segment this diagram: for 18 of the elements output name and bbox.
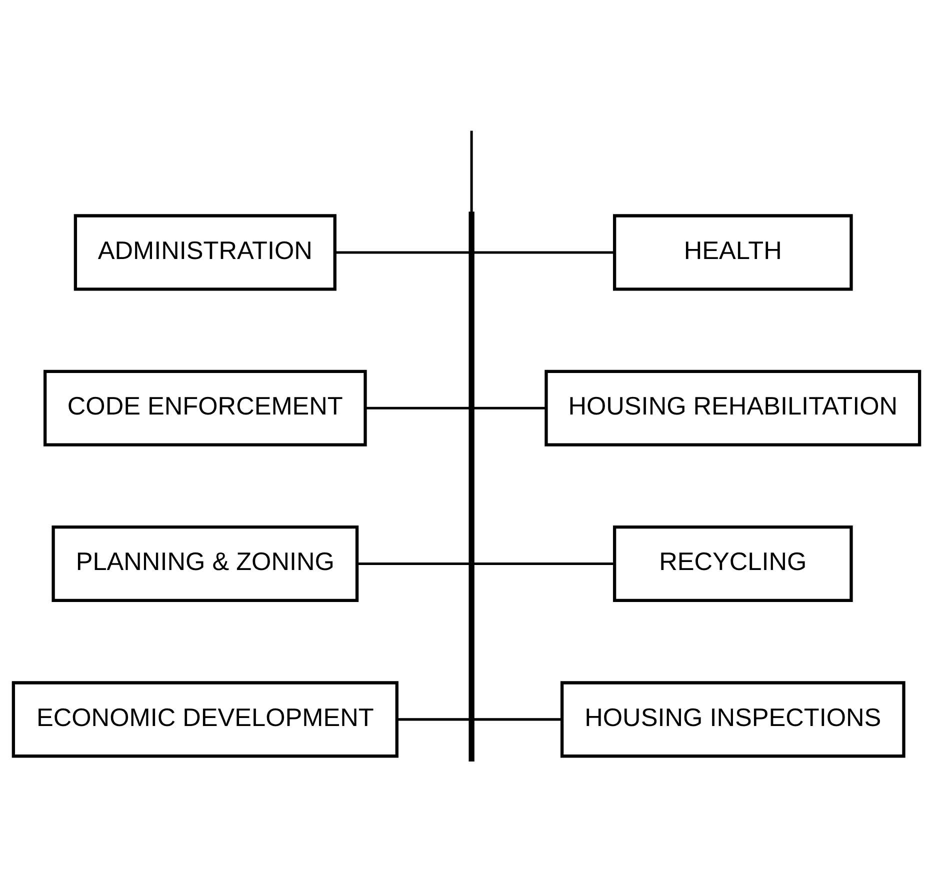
connector (473, 250, 614, 254)
connector (473, 406, 546, 409)
connector (473, 562, 614, 565)
connector (335, 250, 470, 254)
node-box: PLANNING & ZONING (52, 525, 359, 602)
node-box: HOUSING REHABILITATION (544, 369, 922, 446)
connector (470, 130, 473, 213)
node-box: ECONOMIC DEVELOPMENT (12, 680, 398, 758)
node-box: RECYCLING (612, 525, 853, 602)
connector (473, 718, 562, 720)
connector (397, 718, 470, 720)
node-box: CODE ENFORCEMENT (44, 369, 367, 446)
node-box: ADMINISTRATION (74, 214, 336, 290)
connector (357, 562, 470, 565)
node-bar (468, 211, 474, 762)
connector (366, 406, 470, 409)
node-box: HOUSING INSPECTIONS (560, 680, 906, 758)
node-box: HEALTH (612, 214, 853, 290)
